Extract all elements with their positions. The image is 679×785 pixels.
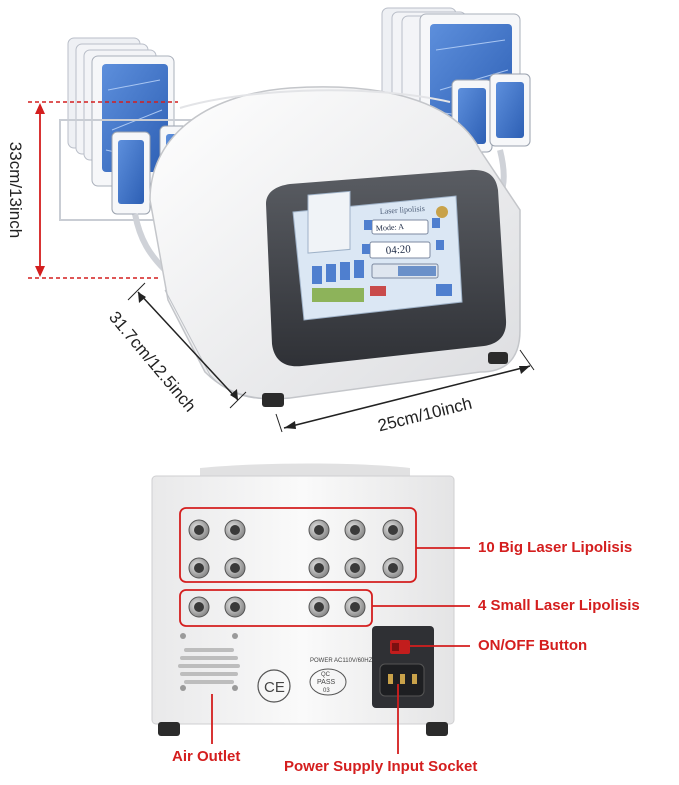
back-panel <box>151 463 470 754</box>
callout-power-socket: Power Supply Input Socket <box>284 758 478 775</box>
callout-air-outlet: Air Outlet <box>172 748 241 765</box>
qc-line1: QC <box>321 672 331 678</box>
connector-pin-hole <box>194 563 204 573</box>
connector-pin-hole <box>230 525 240 535</box>
callout-small-laser: 4 Small Laser Lipolisis <box>478 597 640 614</box>
connector-pin-hole <box>314 563 324 573</box>
connector-pin-hole <box>230 563 240 573</box>
power-rating-label: POWER AC110V/60HZ <box>310 658 373 664</box>
screen-time: 04:20 <box>385 243 411 257</box>
height-label: 33cm/13inch <box>6 141 25 239</box>
callout-on-off: ON/OFF Button <box>478 637 588 654</box>
control-screen <box>266 169 507 367</box>
connector-pin-hole <box>230 602 240 612</box>
connector-pin-hole <box>350 602 360 612</box>
air-outlet-grille <box>178 633 240 691</box>
connector-pin-hole <box>388 525 398 535</box>
power-socket-module <box>372 626 434 708</box>
connector-pin-hole <box>350 563 360 573</box>
screen-mode: Mode: A <box>376 222 405 233</box>
connector-pin-hole <box>388 563 398 573</box>
width-dimension <box>275 349 535 433</box>
height-dimension <box>28 101 178 279</box>
screen-title: Laser lipolisis <box>380 204 426 216</box>
connector-pin-hole <box>194 602 204 612</box>
callout-big-laser: 10 Big Laser Lipolisis <box>478 539 633 556</box>
connector-pin-hole <box>350 525 360 535</box>
depth-dimension <box>127 282 247 409</box>
connector-pin-hole <box>194 525 204 535</box>
laser-connectors <box>188 519 404 618</box>
qc-line3: 03 <box>323 688 330 694</box>
qc-line2: PASS <box>317 679 335 686</box>
connector-pin-hole <box>314 525 324 535</box>
connector-pin-hole <box>314 602 324 612</box>
ce-mark-text: CE <box>264 679 285 696</box>
